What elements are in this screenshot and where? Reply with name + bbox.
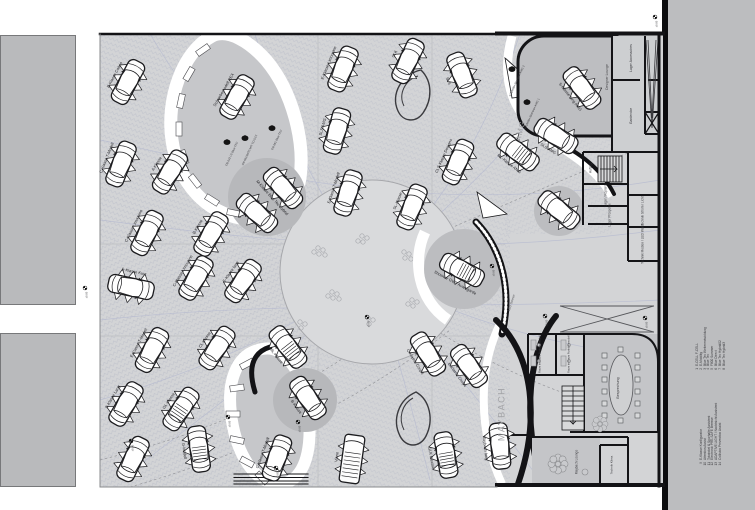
neighbor-building-top xyxy=(0,35,76,305)
level-marker xyxy=(652,14,658,20)
site-boundary-line xyxy=(662,0,668,510)
neighbor-building-bottom xyxy=(0,333,76,487)
site-margin-band xyxy=(668,0,755,510)
level-marker xyxy=(82,285,88,291)
